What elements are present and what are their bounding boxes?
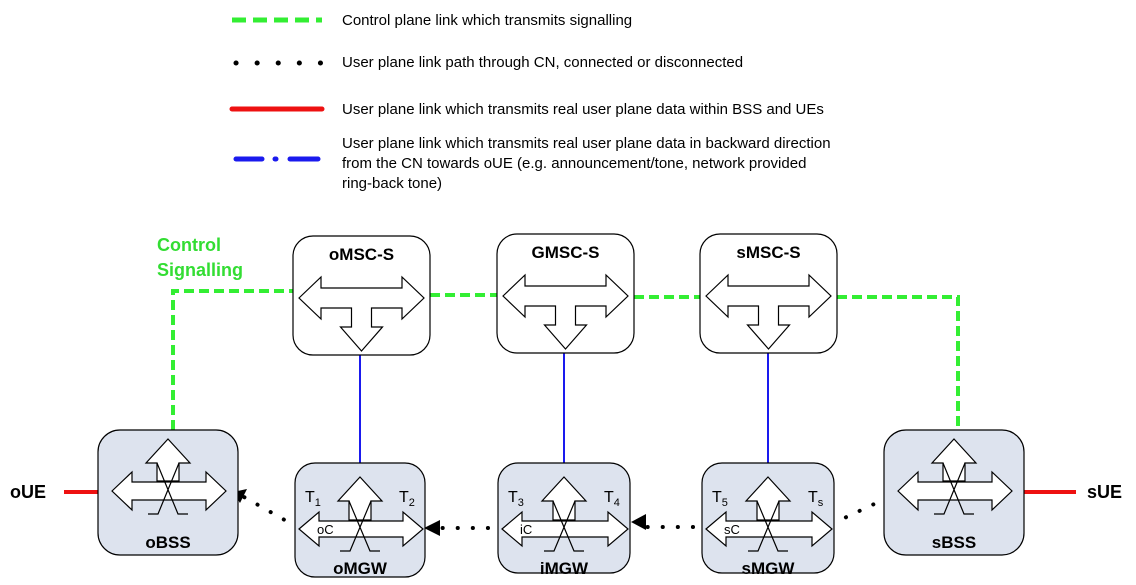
switch-arrow-icon bbox=[705, 476, 833, 552]
switch-arrow-icon bbox=[501, 476, 629, 552]
mgw-node-smgw: T5 Ts sC sMGW bbox=[701, 462, 835, 578]
legend-dotted-text: User plane link path through CN, connect… bbox=[342, 54, 743, 71]
legend-red-text: User plane link which transmits real use… bbox=[342, 101, 824, 118]
context-label: oC bbox=[317, 522, 334, 537]
three-way-arrow-icon bbox=[705, 273, 832, 350]
termination-left: T5 bbox=[712, 489, 728, 509]
msc-node-smsc-s: sMSC-S bbox=[699, 233, 838, 354]
legend: Control plane link which transmits signa… bbox=[229, 12, 831, 192]
msc-title: sMSC-S bbox=[736, 243, 800, 262]
legend-blue-text-1: User plane link which transmits real use… bbox=[342, 135, 831, 152]
mgw-node-omgw: T1 T2 oC oMGW bbox=[294, 462, 426, 578]
dotted-omgw-obss bbox=[242, 495, 299, 529]
bss-node-obss: oBSS bbox=[97, 429, 239, 556]
dotted-sbss-smgw bbox=[836, 496, 889, 523]
context-label: sC bbox=[724, 522, 740, 537]
control-label-line2: Signalling bbox=[157, 260, 243, 280]
mgw-title: iMGW bbox=[540, 559, 589, 578]
mgw-title: sMGW bbox=[742, 559, 796, 578]
bss-node-sbss: sBSS bbox=[883, 429, 1025, 556]
bss-title: oBSS bbox=[145, 533, 190, 552]
legend-blue-text-2: from the CN towards oUE (e.g. announceme… bbox=[342, 155, 806, 172]
mgw-node-imgw: T3 T4 iC iMGW bbox=[497, 462, 631, 578]
termination-left: T3 bbox=[508, 489, 524, 509]
msc-node-gmsc-s: GMSC-S bbox=[496, 233, 635, 354]
bss-title: sBSS bbox=[932, 533, 976, 552]
msc-title: oMSC-S bbox=[329, 245, 394, 264]
blue-links bbox=[359, 353, 769, 463]
context-label: iC bbox=[520, 522, 532, 537]
termination-left: T1 bbox=[305, 489, 321, 509]
three-way-arrow-icon bbox=[502, 273, 629, 350]
oue-label: oUE bbox=[10, 482, 46, 502]
sue-label: sUE bbox=[1087, 482, 1122, 502]
bss-nodes: oBSS sBSS bbox=[97, 429, 1025, 556]
msc-title: GMSC-S bbox=[532, 243, 600, 262]
control-links bbox=[171, 289, 960, 430]
control-link-obss-omsc bbox=[171, 289, 293, 430]
control-label-line1: Control bbox=[157, 235, 221, 255]
switch-arrow-icon bbox=[897, 438, 1013, 515]
termination-right: T2 bbox=[399, 489, 415, 509]
arrowhead-imgw bbox=[631, 514, 646, 530]
mgw-title: oMGW bbox=[333, 559, 388, 578]
arrowhead-omgw bbox=[424, 520, 440, 536]
switch-arrow-icon bbox=[298, 476, 424, 552]
three-way-arrow-icon bbox=[298, 275, 425, 352]
msc-node-omsc-s: oMSC-S bbox=[292, 235, 431, 356]
legend-blue-text-3: ring-back tone) bbox=[342, 175, 442, 192]
user-plane-dotted bbox=[242, 495, 889, 530]
termination-right: Ts bbox=[808, 489, 824, 509]
legend-control-text: Control plane link which transmits signa… bbox=[342, 12, 632, 29]
mgw-nodes: T1 T2 oC oMGW T3 T4 iC iMGW T5 Ts sC sMGW bbox=[294, 462, 835, 578]
control-link-smsc-sbss bbox=[837, 295, 960, 430]
termination-right: T4 bbox=[604, 489, 620, 509]
switch-arrow-icon bbox=[111, 438, 227, 515]
msc-nodes: oMSC-S GMSC-S sMSC-S bbox=[292, 233, 838, 356]
